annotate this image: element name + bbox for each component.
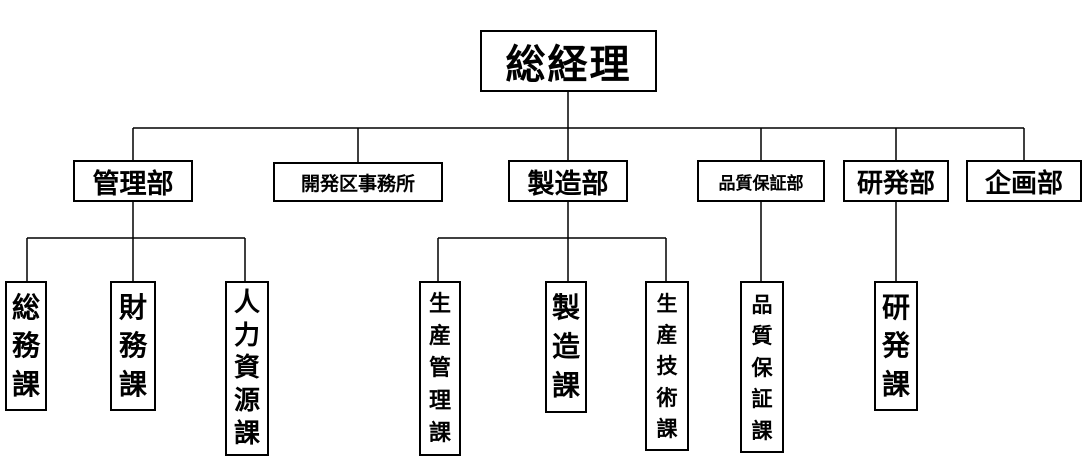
section-node-char: 証 <box>751 386 773 411</box>
section-node-char: 産 <box>656 322 678 348</box>
section-node-char: 課 <box>751 417 773 443</box>
section-node-char: 務 <box>118 329 147 362</box>
section-node-char: 課 <box>428 419 451 446</box>
section-node-seizou: 製造課 <box>545 281 587 413</box>
dept-node-kikaku: 企画部 <box>966 160 1082 202</box>
section-node-seisan-gijutsu: 生産技術課 <box>645 281 689 451</box>
dept-node-label: 管理部 <box>92 168 174 200</box>
section-node-char: 製 <box>551 291 580 324</box>
dept-node-label: 品質保証部 <box>718 173 804 194</box>
dept-node-hinshitsu: 品質保証部 <box>697 160 825 202</box>
section-node-char: 課 <box>118 367 147 401</box>
section-node-char: 総 <box>11 290 40 324</box>
section-node-char: 理 <box>428 387 451 414</box>
section-node-char: 力 <box>233 320 260 351</box>
section-node-char: 研 <box>881 290 910 324</box>
dept-node-kenpatsu: 研発部 <box>843 160 949 202</box>
section-node-char: 造 <box>551 330 580 363</box>
dept-node-label: 開発区事務所 <box>300 172 415 195</box>
dept-node-kanri: 管理部 <box>73 160 193 202</box>
root-node-label: 総経理 <box>505 41 632 88</box>
section-node-char: 課 <box>551 369 580 402</box>
dept-node-kaihatsu-office: 開発区事務所 <box>273 162 443 202</box>
section-node-char: 発 <box>881 329 910 362</box>
section-node-hinshitsu-hoshou: 品質保証課 <box>740 281 784 453</box>
dept-node-label: 企画部 <box>984 168 1063 199</box>
section-node-char: 課 <box>233 419 260 450</box>
section-node-char: 質 <box>751 323 773 348</box>
dept-node-label: 製造部 <box>527 168 609 200</box>
dept-node-label: 研発部 <box>856 168 935 199</box>
section-node-char: 人 <box>233 287 260 318</box>
section-node-char: 課 <box>656 415 678 441</box>
section-node-zaimu: 財務課 <box>110 281 156 411</box>
section-node-char: 課 <box>11 367 40 401</box>
section-node-kenpatsu: 研発課 <box>874 281 918 411</box>
section-node-char: 技 <box>656 353 678 379</box>
section-node-char: 資 <box>233 353 260 384</box>
section-node-char: 生 <box>428 291 451 318</box>
section-node-char: 産 <box>428 323 451 350</box>
section-node-char: 品 <box>751 291 773 317</box>
section-node-char: 務 <box>11 329 40 362</box>
section-node-char: 管 <box>428 355 451 382</box>
section-node-char: 保 <box>751 354 773 380</box>
section-node-char: 財 <box>118 290 147 324</box>
section-node-char: 生 <box>656 291 678 317</box>
section-node-soumu: 総務課 <box>5 281 47 411</box>
section-node-char: 課 <box>881 367 910 401</box>
section-node-jinryoku: 人力資源課 <box>225 281 269 456</box>
root-node-general-manager: 総経理 <box>480 30 657 92</box>
section-node-seisan-kanri: 生産管理課 <box>419 281 461 456</box>
dept-node-seizou: 製造部 <box>508 160 628 202</box>
section-node-char: 源 <box>233 386 260 417</box>
section-node-char: 術 <box>656 384 678 410</box>
